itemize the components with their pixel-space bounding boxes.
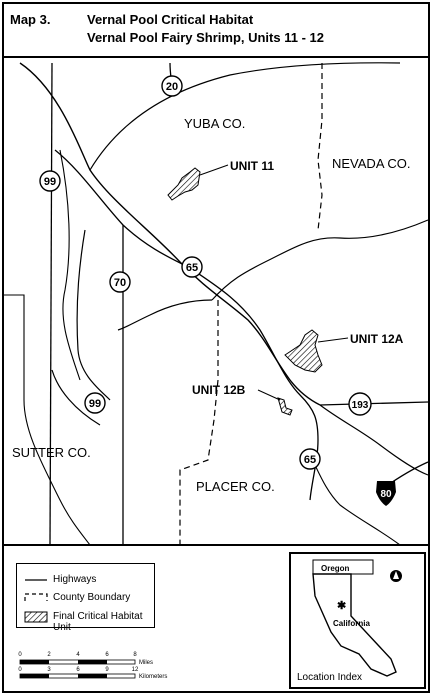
highway-65-north-label: 65 bbox=[186, 262, 198, 274]
map-title-line1: Vernal Pool Critical Habitat bbox=[87, 12, 254, 27]
interstate-80-shield: 80 bbox=[376, 481, 396, 506]
sutter-county-label: SUTTER CO. bbox=[12, 445, 91, 460]
inset-california-label: California bbox=[333, 619, 370, 628]
highway-99-south-label: 99 bbox=[89, 398, 101, 410]
sutter-boundary bbox=[4, 294, 91, 546]
nevada-county-boundary bbox=[317, 63, 323, 231]
miles-tick-3: 6 bbox=[105, 652, 109, 658]
highway-99-shield-south: 99 bbox=[84, 392, 106, 414]
unit-12b-label: UNIT 12B bbox=[192, 383, 246, 397]
unit-12b-leader bbox=[257, 389, 281, 401]
unit-12b-polygon bbox=[277, 397, 293, 416]
miles-tick-2: 4 bbox=[76, 652, 80, 658]
km-tick-4: 12 bbox=[132, 667, 139, 673]
bear-river-line bbox=[211, 219, 429, 301]
inset-caption: Location Index bbox=[297, 672, 363, 683]
legend-highways-label: Highways bbox=[53, 574, 97, 585]
placer-west-boundary bbox=[179, 300, 219, 545]
location-index-inset: Oregon California ✱ Location Index bbox=[289, 552, 426, 689]
highway-70-shield: 70 bbox=[109, 271, 131, 293]
highway-99-shield-north: 99 bbox=[39, 170, 61, 192]
highway-99-south-branch bbox=[51, 369, 101, 426]
map-frame bbox=[2, 2, 430, 693]
placer-north-boundary bbox=[117, 299, 213, 331]
map-title-line2: Vernal Pool Fairy Shrimp, Units 11 - 12 bbox=[87, 30, 324, 45]
km-tick-0: 0 bbox=[18, 667, 22, 673]
miles-tick-4: 8 bbox=[133, 652, 137, 658]
inset-map: Oregon California ✱ bbox=[312, 559, 402, 677]
sutter-river-line bbox=[59, 149, 81, 381]
highway-99-north bbox=[49, 62, 53, 546]
highway-99-north-label: 99 bbox=[44, 176, 56, 188]
interstate-80-label: 80 bbox=[380, 489, 392, 500]
scale-bar-miles: 0 2 4 6 8 Miles bbox=[18, 652, 153, 666]
highway-20-shield: 20 bbox=[161, 75, 183, 97]
highway-65-shield-south: 65 bbox=[299, 448, 321, 470]
unit-11-polygon bbox=[167, 167, 201, 201]
legend-county-symbol bbox=[24, 593, 48, 601]
unit-12a-label: UNIT 12A bbox=[350, 332, 404, 346]
highway-70-label: 70 bbox=[114, 277, 126, 289]
feather-river-line bbox=[76, 229, 111, 401]
km-unit: Kilometers bbox=[139, 674, 167, 680]
title-box bbox=[4, 4, 428, 58]
map-number: Map 3. bbox=[10, 12, 51, 27]
yuba-river-line bbox=[19, 62, 321, 406]
highway-193-label: 193 bbox=[352, 400, 369, 411]
highway-65-south-label: 65 bbox=[304, 454, 316, 466]
unit-11-label: UNIT 11 bbox=[230, 159, 274, 173]
highway-20-label: 20 bbox=[166, 81, 178, 93]
placer-county-label: PLACER CO. bbox=[196, 479, 275, 494]
unit-11-leader bbox=[199, 164, 229, 176]
yuba-north-boundary bbox=[89, 62, 401, 171]
unit-12a-leader bbox=[317, 337, 349, 343]
legend-symbols bbox=[24, 579, 48, 623]
miles-tick-1: 2 bbox=[47, 652, 51, 658]
highway-70-north bbox=[54, 149, 191, 269]
km-tick-3: 9 bbox=[105, 667, 109, 673]
scale-bar-km: 0 3 6 9 12 Kilometers bbox=[18, 667, 167, 680]
inset-california-outline bbox=[312, 573, 397, 677]
yuba-county-label: YUBA CO. bbox=[184, 116, 245, 131]
legend: Highways County Boundary Final Critical … bbox=[16, 563, 155, 633]
placer-east-boundary bbox=[319, 404, 429, 476]
nevada-county-label: NEVADA CO. bbox=[332, 156, 411, 171]
american-river-line bbox=[309, 454, 401, 546]
inset-location-marker: ✱ bbox=[337, 600, 346, 612]
legend-habitat-label: Final Critical Habitat Unit bbox=[53, 611, 143, 633]
km-tick-1: 3 bbox=[47, 667, 51, 673]
highway-193-shield: 193 bbox=[348, 392, 372, 416]
miles-tick-0: 0 bbox=[18, 652, 22, 658]
miles-unit: Miles bbox=[139, 660, 153, 666]
legend-county-label: County Boundary bbox=[53, 592, 131, 603]
highway-193 bbox=[319, 401, 429, 406]
legend-habitat-symbol bbox=[24, 611, 48, 623]
north-arrow-pointer-icon bbox=[393, 571, 399, 579]
km-tick-2: 6 bbox=[76, 667, 80, 673]
unit-12a-polygon bbox=[284, 329, 323, 373]
inset-oregon-label: Oregon bbox=[321, 564, 350, 573]
highway-65-shield-north: 65 bbox=[181, 256, 203, 278]
